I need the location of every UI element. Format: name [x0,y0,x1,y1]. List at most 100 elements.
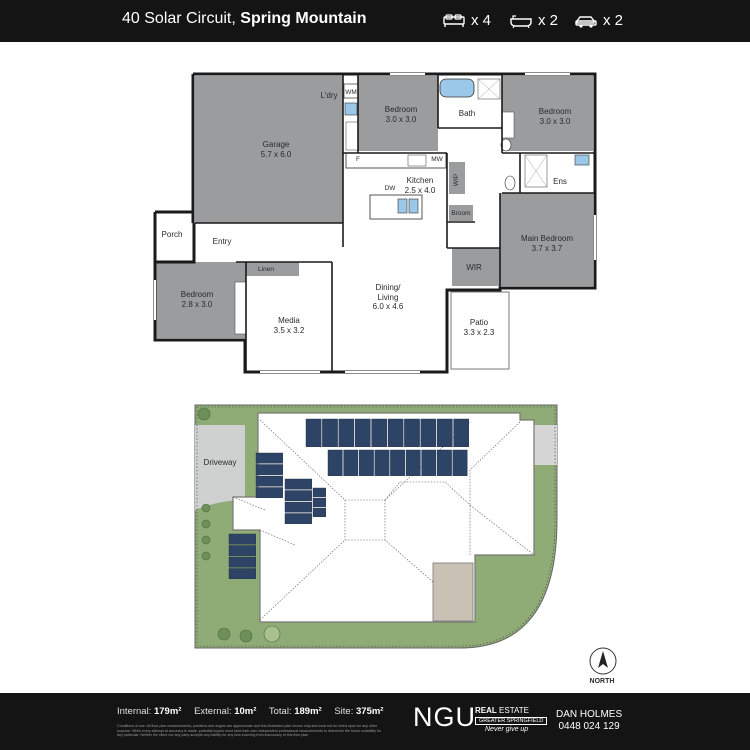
internal-label: Internal: [117,706,152,717]
solar-panel [255,487,283,499]
room-wir: WIR [466,263,482,272]
patio-floor [450,291,510,370]
solar-panel [437,418,453,447]
label-microwave: MW [431,156,443,163]
bed-icon [443,13,465,27]
site-value: 375m² [356,706,384,717]
cooktop [407,154,427,167]
main-bedroom-floor [500,193,593,286]
solar-panel [228,533,256,545]
logo-area: GREATER SPRINGFIELD [475,717,548,725]
solar-panel [371,418,388,447]
solar-panel [284,490,312,502]
agent-name: DAN HOLMES [556,709,623,720]
entry-label: Entry [212,237,232,246]
interior-walls [195,74,595,372]
north-label: NORTH [589,678,615,685]
solar-panel [338,418,355,447]
garage-floor [195,76,343,223]
solar-panel [405,449,421,476]
solar-panel [437,449,452,476]
address-street: 40 Solar Circuit, [122,10,236,27]
site-patio [432,562,474,622]
solar-panel [420,418,437,447]
bathtub [439,78,475,98]
wir-floor [452,248,500,286]
sink-2 [408,198,419,214]
bedrooms-count: x 4 [471,12,492,29]
disclaimer-text: Conditions of use: All floor plan measur… [117,724,382,738]
room-ensuite: Ens [553,177,567,186]
solar-panel [255,464,283,476]
solar-panel [452,449,468,476]
shower-ens [524,154,548,188]
carspaces-count: x 2 [603,12,624,29]
solar-panel [255,452,283,464]
solar-panel [284,513,312,525]
solar-panel [322,418,338,447]
total-value: 189m² [294,706,322,717]
solar-panel [228,556,256,568]
room-laundry: L'dry [320,91,338,100]
basin-ens [574,154,590,166]
room-dining-living: Dining/Living 6.0 x 4.6 [372,283,404,311]
bathrooms-count: x 2 [538,12,559,29]
label-washing-machine: WM [345,89,357,96]
total-label: Total: [268,706,292,717]
logo-real-estate: REAL ESTATE [475,706,529,715]
porch-label: Porch [161,230,183,239]
windows [154,73,596,373]
agent-contact: DAN HOLMES 0448 024 129 [556,709,622,733]
bath-icon [510,14,532,28]
solar-panel [421,449,437,476]
label-fridge: F [356,156,360,163]
header-bar: 40 Solar Circuit, Spring Mountain x 4 x … [0,0,750,42]
sink-1 [397,198,408,214]
property-address: 40 Solar Circuit, Spring Mountain [122,10,366,28]
address-suburb: Spring Mountain [240,10,367,27]
solar-panel [374,449,390,476]
room-wip: WIP [453,173,460,187]
solar-panel [359,449,374,476]
solar-panel [404,418,420,447]
shower-bath [477,78,501,100]
north-arrow-icon [589,647,617,675]
solar-panel [390,449,405,476]
solar-panel [312,487,327,498]
toilet-ens [504,175,516,191]
solar-panel [284,478,312,490]
bedroom-4-floor [155,262,246,338]
driveway [195,425,245,510]
logo-slogan: Never give up [485,726,529,733]
linen-floor [237,262,299,276]
toilet-main [500,138,512,152]
driveway-label: Driveway [203,458,237,467]
agent-phone: 0448 024 129 [558,721,620,732]
car-icon [575,15,597,28]
solar-panel [284,501,312,513]
bedrooms-feature: x 4 [443,12,491,29]
solar-panel [343,449,359,476]
bedroom-3-floor [502,76,593,151]
area-stats: Internal: 179m² External: 10m² Total: 18… [117,706,393,717]
laundry-tub [344,102,358,116]
solar-panel [312,507,327,518]
tree-icons [197,407,281,643]
external-value: 10m² [234,706,257,717]
room-broom: Broom [451,210,471,217]
site-label: Site: [334,706,354,717]
site-boundary [196,406,556,647]
bathrooms-feature: x 2 [510,12,558,29]
wip-floor [449,162,465,194]
linen-label: Linen [258,266,274,273]
floor-plan-walls [153,72,597,374]
solar-panel [327,449,343,476]
footer-bar: Internal: 179m² External: 10m² Total: 18… [0,693,750,750]
